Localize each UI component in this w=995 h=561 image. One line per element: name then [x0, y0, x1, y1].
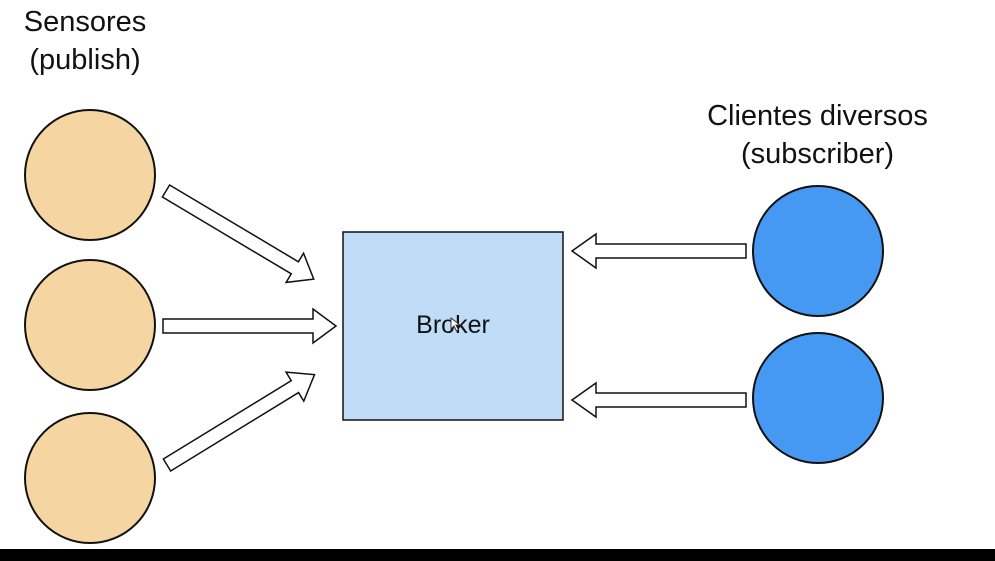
subscribers-title-line1: Clientes diversos — [707, 100, 928, 132]
publishers-title-line1: Sensores — [23, 6, 147, 38]
bottom-bar — [0, 549, 995, 561]
sensor-node-1 — [24, 109, 156, 241]
subscribe-arrow-1 — [570, 232, 747, 270]
subscribers-title-line2: (subscriber) — [740, 138, 895, 170]
publishers-title-line2: (publish) — [29, 44, 141, 76]
client-node-1 — [752, 185, 884, 317]
publish-arrow-1 — [161, 183, 315, 284]
sensor-node-3 — [24, 412, 156, 544]
client-node-2 — [752, 332, 884, 464]
sensor-node-2 — [24, 259, 156, 391]
publish-arrow-3 — [162, 371, 316, 472]
publishers-title: Sensores (publish) — [0, 3, 170, 79]
subscribers-title: Clientes diversos (subscriber) — [680, 97, 955, 173]
subscribe-arrow-2 — [570, 381, 747, 419]
publish-arrow-2 — [162, 307, 338, 345]
mouse-cursor-icon — [450, 317, 462, 332]
